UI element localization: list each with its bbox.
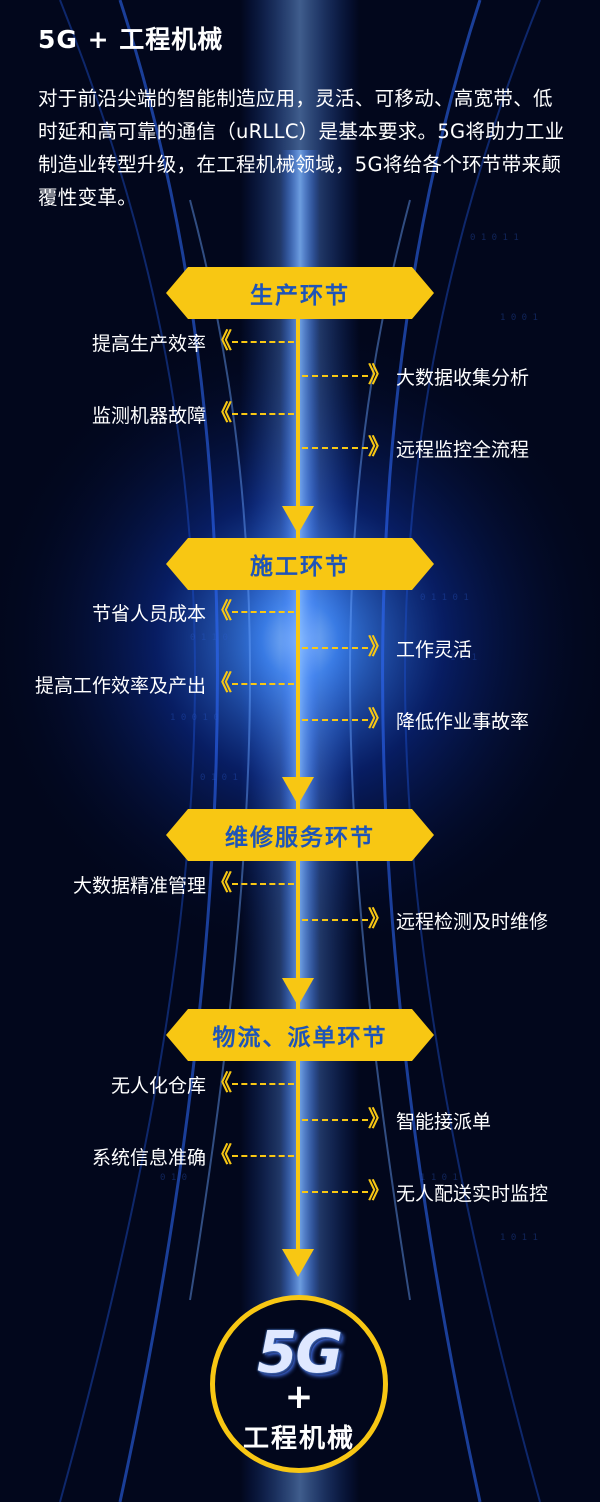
stage-banner: 物流、派单环节	[166, 1009, 434, 1061]
svg-text:1 0 1: 1 0 1	[450, 653, 477, 663]
right-benefit-item: 》远程检测及时维修	[302, 905, 548, 935]
benefit-text: 提高工作效率及产出	[34, 674, 206, 697]
badge-plus: +	[284, 1377, 314, 1417]
left-benefit-item: 大数据精准管理《	[73, 869, 294, 899]
chevron-right-icon: 》	[368, 1107, 390, 1132]
svg-text:0 1 1 0 1: 0 1 1 0 1	[420, 593, 469, 603]
benefit-text: 远程监控全流程	[396, 438, 530, 461]
benefit-text: 系统信息准确	[91, 1146, 206, 1169]
stage-label: 生产环节	[250, 283, 350, 309]
page-title: 5G + 工程机械	[38, 25, 224, 54]
dashed-connector	[232, 883, 294, 885]
left-benefit-item: 监测机器故障《	[92, 399, 294, 429]
svg-text:1 1 0 1: 1 1 0 1	[420, 1173, 458, 1183]
badge-label: 工程机械	[242, 1424, 355, 1454]
benefit-text: 大数据精准管理	[72, 874, 206, 897]
left-benefit-item: 节省人员成本《	[92, 597, 294, 627]
chevron-right-icon: 》	[368, 363, 390, 388]
chevron-right-icon: 》	[368, 435, 390, 460]
benefit-text: 降低作业事故率	[396, 710, 530, 733]
dashed-connector	[302, 1119, 368, 1121]
banner-shape	[166, 1009, 434, 1061]
stage-label: 物流、派单环节	[212, 1025, 388, 1051]
arrow-down-icon	[282, 506, 314, 534]
right-benefit-item: 》工作灵活	[302, 633, 472, 663]
left-benefit-item: 提高生产效率《	[92, 327, 294, 357]
chevron-left-icon: 《	[209, 871, 232, 896]
stage-banner: 施工环节	[166, 538, 434, 590]
dashed-connector	[302, 919, 368, 921]
svg-text:1 0 1 1: 1 0 1 1	[500, 1233, 538, 1243]
chevron-left-icon: 《	[209, 1071, 232, 1096]
right-benefit-item: 》大数据收集分析	[302, 361, 529, 391]
right-benefit-item: 》无人配送实时监控	[302, 1177, 548, 1207]
benefit-text: 远程检测及时维修	[396, 910, 549, 933]
svg-text:0 1 0: 0 1 0	[160, 1173, 187, 1183]
stage-banner: 维修服务环节	[166, 809, 434, 861]
5g-badge: 5G + 工程机械	[210, 1295, 388, 1473]
dashed-connector	[302, 447, 368, 449]
left-benefit-item: 提高工作效率及产出《	[35, 669, 294, 699]
dashed-connector	[232, 413, 294, 415]
dashed-connector	[302, 647, 368, 649]
chevron-left-icon: 《	[209, 599, 232, 624]
dashed-connector	[302, 1191, 368, 1193]
dashed-connector	[232, 611, 294, 613]
dashed-connector	[302, 719, 368, 721]
dashed-connector	[232, 1155, 294, 1157]
dashed-connector	[302, 375, 368, 377]
svg-text:0 1 1 0: 0 1 1 0	[190, 633, 228, 643]
chevron-right-icon: 》	[368, 907, 390, 932]
svg-text:0 1 0 1 1: 0 1 0 1 1	[470, 233, 519, 243]
dashed-connector	[232, 683, 294, 685]
arrow-down-icon	[282, 978, 314, 1006]
chevron-right-icon: 》	[368, 707, 390, 732]
chevron-left-icon: 《	[209, 671, 232, 696]
benefit-text: 提高生产效率	[91, 332, 206, 355]
benefit-text: 无人化仓库	[110, 1074, 206, 1097]
5g-logo: 5G	[257, 1318, 343, 1386]
left-benefit-item: 无人化仓库《	[111, 1069, 294, 1099]
chevron-left-icon: 《	[209, 401, 232, 426]
banner-shape	[166, 538, 434, 590]
dashed-connector	[232, 341, 294, 343]
arrow-down-icon	[282, 1249, 314, 1277]
stage-label: 施工环节	[250, 554, 350, 580]
svg-text:1 0 0 1 0: 1 0 0 1 0	[170, 713, 219, 723]
right-benefit-item: 》远程监控全流程	[302, 433, 529, 463]
svg-text:1 0 0 1: 1 0 0 1	[500, 313, 538, 323]
stage-label: 维修服务环节	[225, 825, 375, 851]
chevron-right-icon: 》	[368, 1179, 390, 1204]
right-benefit-item: 》降低作业事故率	[302, 705, 529, 735]
intro-paragraph: 对于前沿尖端的智能制造应用，灵活、可移动、高宽带、低时延和高可靠的通信（uRLL…	[38, 87, 565, 209]
benefit-text: 工作灵活	[396, 638, 473, 661]
benefit-text: 监测机器故障	[91, 404, 206, 427]
banner-shape	[166, 809, 434, 861]
svg-text:0 1 0 1: 0 1 0 1	[200, 773, 238, 783]
benefit-text: 大数据收集分析	[396, 366, 530, 389]
arrow-down-icon	[282, 777, 314, 805]
benefit-text: 节省人员成本	[91, 602, 206, 625]
stage-banner: 生产环节	[166, 267, 434, 319]
left-benefit-item: 系统信息准确《	[92, 1141, 294, 1171]
header: 5G + 工程机械 对于前沿尖端的智能制造应用，灵活、可移动、高宽带、低时延和高…	[38, 20, 568, 214]
chevron-left-icon: 《	[209, 1143, 232, 1168]
benefit-text: 智能接派单	[396, 1110, 492, 1133]
dashed-connector	[232, 1083, 294, 1085]
chevron-right-icon: 》	[368, 635, 390, 660]
right-benefit-item: 》智能接派单	[302, 1105, 491, 1135]
banner-shape	[166, 267, 434, 319]
benefit-text: 无人配送实时监控	[396, 1182, 549, 1205]
chevron-left-icon: 《	[209, 329, 232, 354]
